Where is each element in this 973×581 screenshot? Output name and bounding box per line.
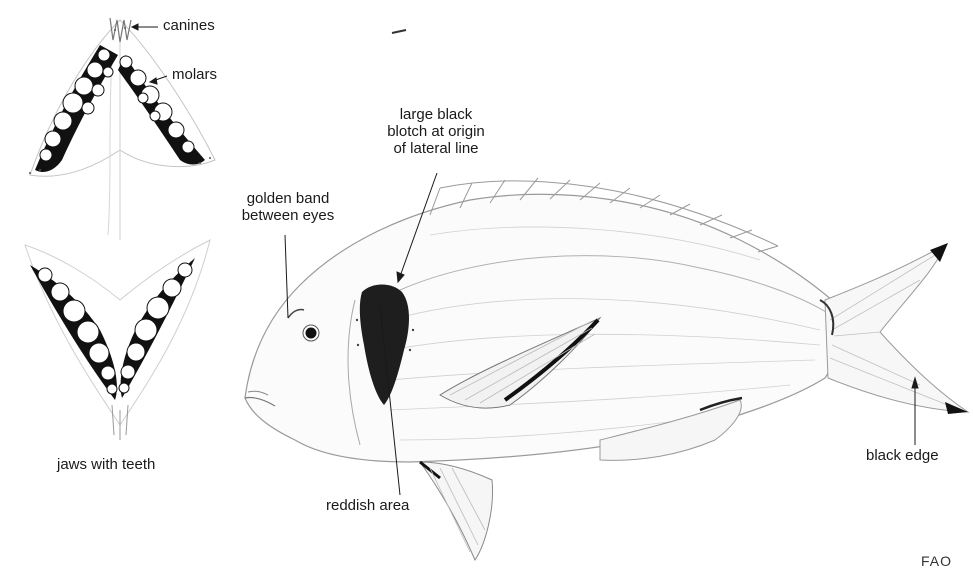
label-golden-band-line-2: between eyes bbox=[223, 207, 353, 224]
label-blotch-line-1: large black bbox=[356, 106, 516, 123]
label-golden-band: golden band between eyes bbox=[223, 190, 353, 224]
label-canines: canines bbox=[163, 17, 215, 34]
label-golden-band-line-1: golden band bbox=[223, 190, 353, 207]
lower-jaw-drawing bbox=[25, 240, 210, 440]
label-black-edge: black edge bbox=[866, 447, 939, 464]
label-reddish: reddish area bbox=[326, 497, 409, 514]
stray-mark bbox=[392, 30, 406, 33]
label-blotch-line-3: of lateral line bbox=[356, 140, 516, 157]
label-jaws: jaws with teeth bbox=[57, 456, 155, 473]
label-molars: molars bbox=[172, 66, 217, 83]
label-blotch: large black blotch at origin of lateral … bbox=[356, 106, 516, 157]
upper-jaw-drawing bbox=[29, 18, 215, 240]
credit-fao: FAO bbox=[921, 553, 952, 569]
label-blotch-line-2: blotch at origin bbox=[356, 123, 516, 140]
